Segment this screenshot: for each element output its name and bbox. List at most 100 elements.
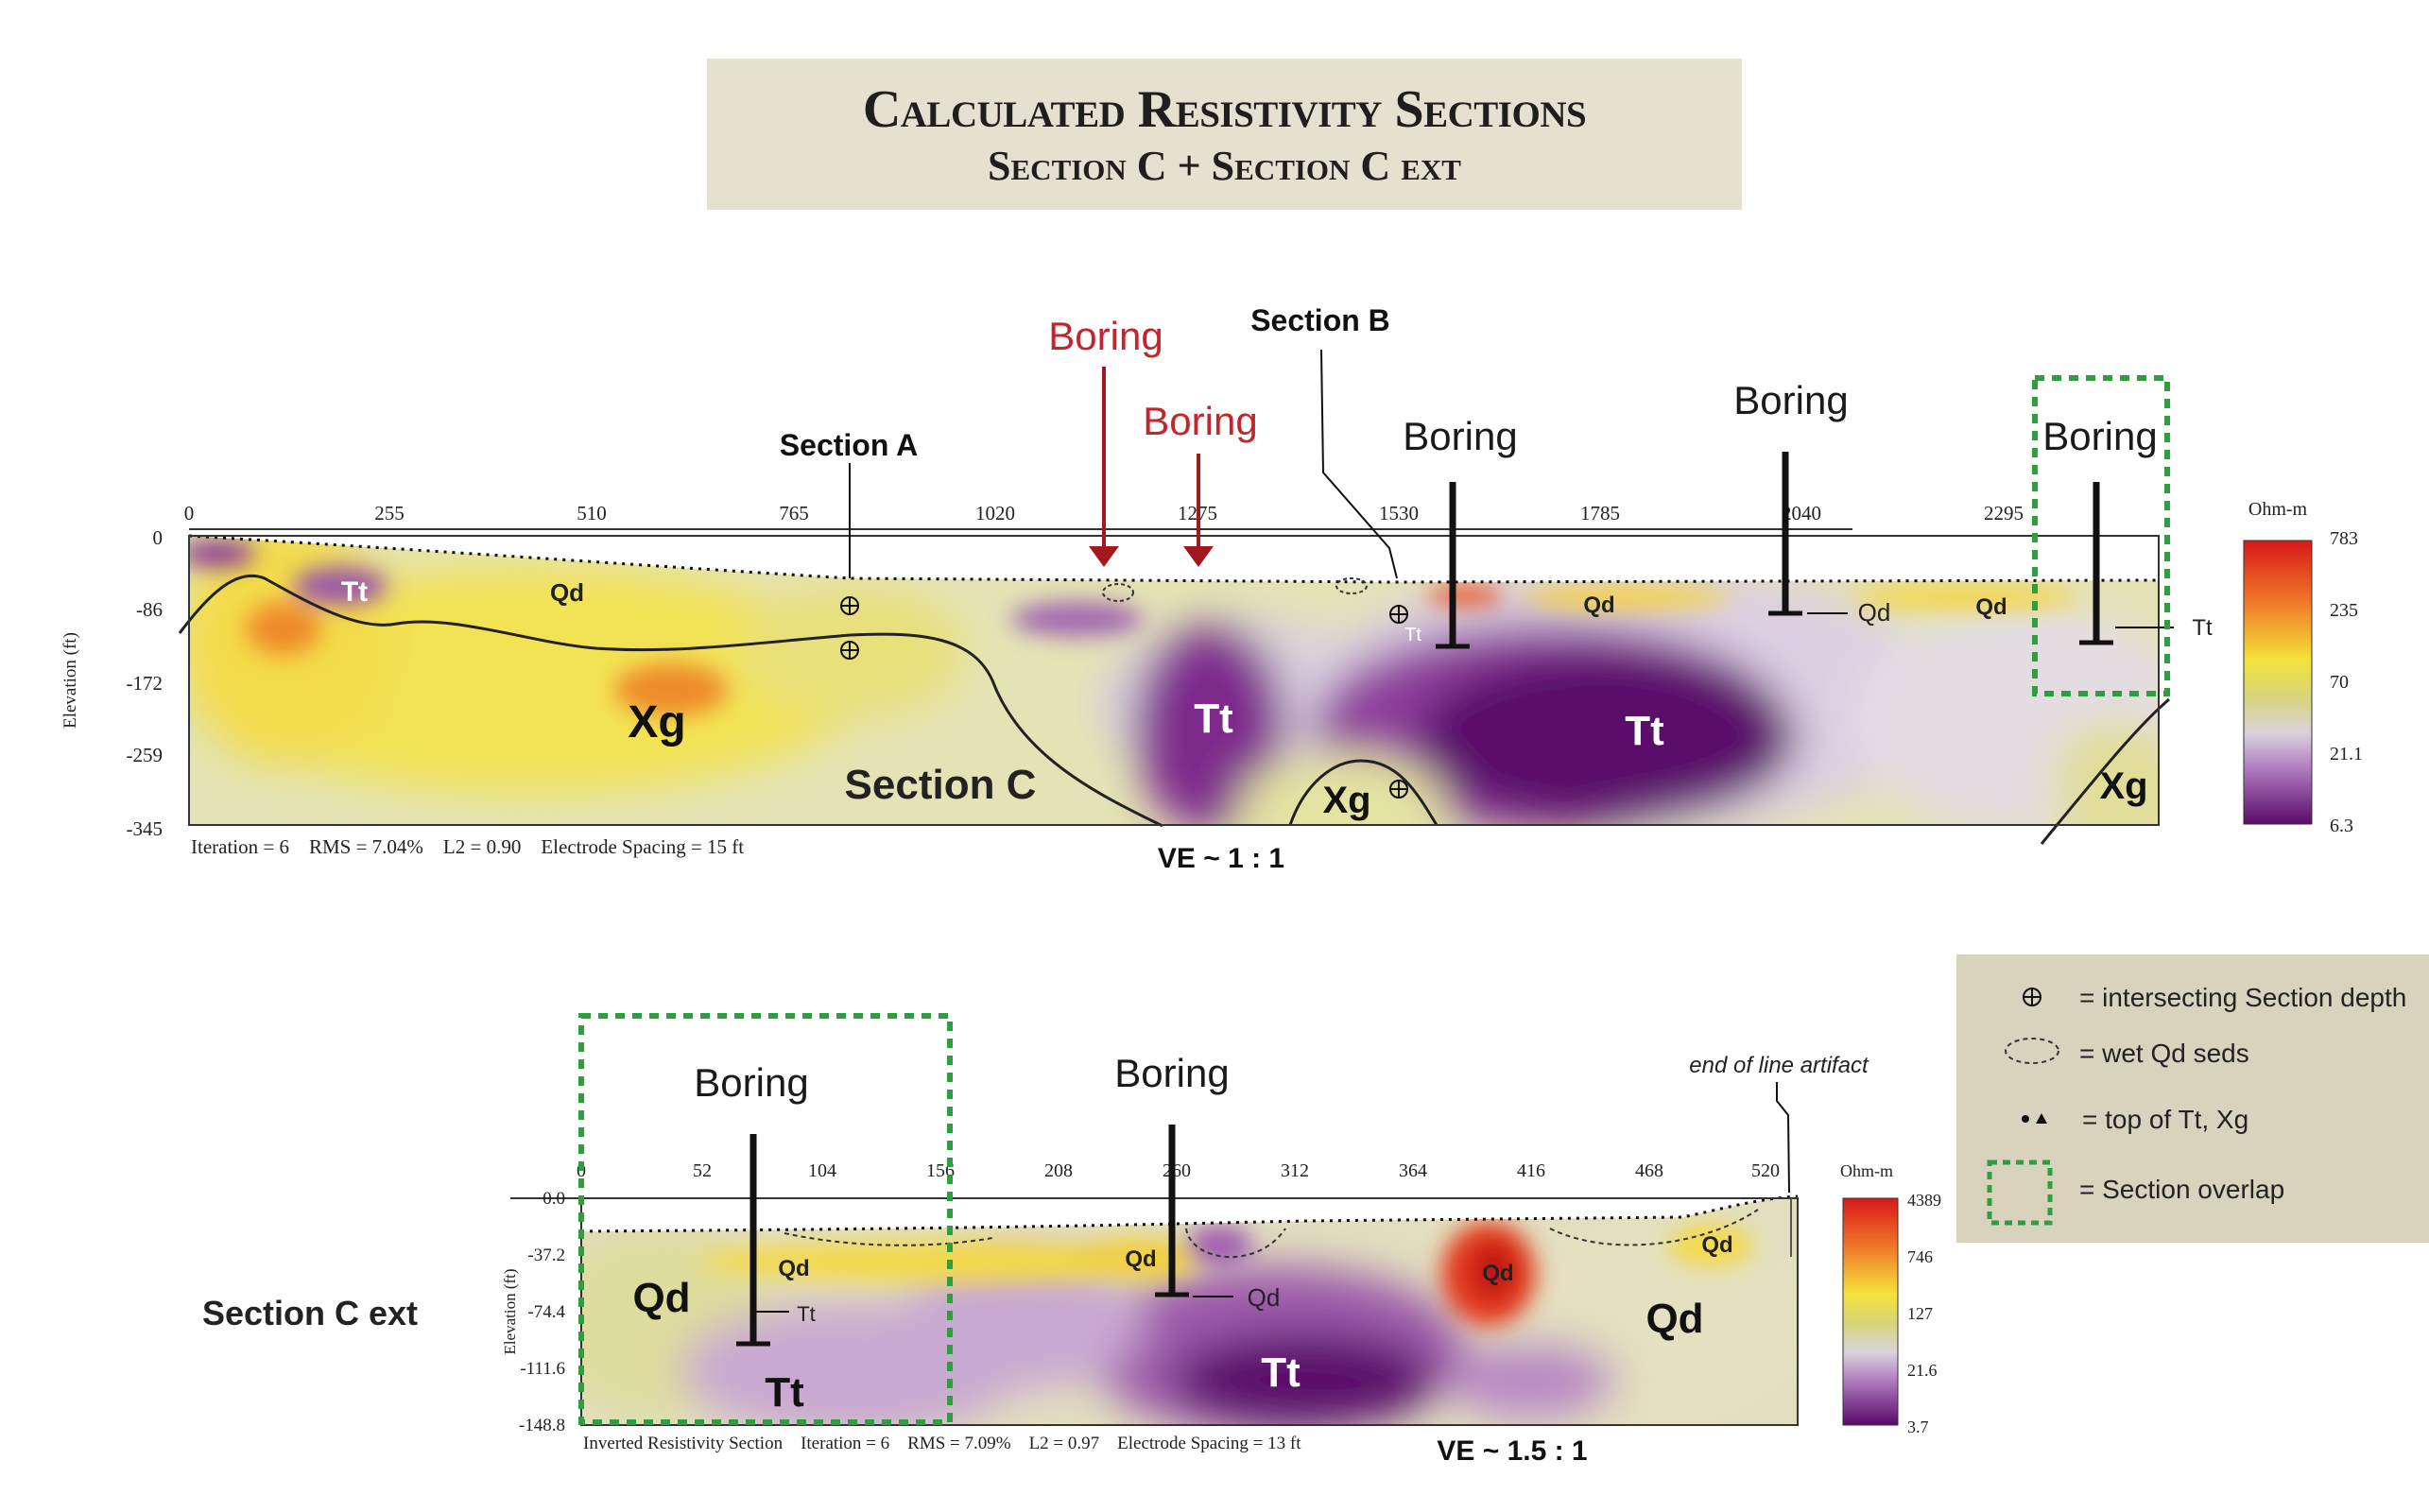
top-colorbar-tick: 6.3 bbox=[2330, 816, 2353, 836]
bottom-colorbar-tick: 746 bbox=[1907, 1247, 1933, 1266]
unit-tt-label: Tt bbox=[1194, 696, 1233, 742]
top-ve-ratio: VE ~ 1 : 1 bbox=[1158, 843, 1284, 874]
top-y-tick: -259 bbox=[127, 744, 164, 766]
section-b-label: Section B bbox=[1250, 303, 1390, 337]
unit-tt-label: Tt bbox=[1625, 708, 1664, 754]
unit-tt-label: Tt bbox=[765, 1369, 804, 1416]
bottom-x-tick: 364 bbox=[1399, 1160, 1427, 1181]
top-y-tick: -86 bbox=[136, 598, 163, 621]
unit-tt-label: Tt bbox=[2192, 615, 2213, 641]
bottom-y-tick: -111.6 bbox=[520, 1359, 565, 1379]
bottom-y-tick: -74.4 bbox=[527, 1302, 565, 1322]
unit-xg-label: Xg bbox=[1322, 780, 1370, 821]
unit-qd-label: Qd bbox=[1125, 1246, 1156, 1272]
top-colorbar-tick: 21.1 bbox=[2330, 744, 2363, 765]
unit-qd-label: Qd bbox=[1248, 1283, 1281, 1312]
top-x-tick: 255 bbox=[374, 502, 405, 524]
bottom-annotations: Section C ext Boring Boring Qd Qd Tt Tt … bbox=[202, 1013, 1869, 1425]
unit-qd-label: Qd bbox=[550, 578, 584, 607]
bottom-colorbar: Ohm-m 4389 746 127 21.6 3.7 bbox=[1840, 1161, 1941, 1436]
top-y-axis: 0 -86 -172 -259 -345 Elevation (ft) bbox=[60, 526, 163, 840]
crosshair-circle-icon bbox=[2023, 988, 2041, 1006]
unit-qd-label: Qd bbox=[1975, 594, 2007, 620]
top-colorbar-unit: Ohm-m bbox=[2248, 499, 2308, 520]
top-x-tick: 510 bbox=[577, 502, 607, 524]
bottom-x-tick: 52 bbox=[693, 1160, 712, 1181]
unit-qd-label: Qd bbox=[632, 1275, 690, 1321]
bottom-y-tick: 0.0 bbox=[543, 1189, 565, 1209]
unit-tt-label: Tt bbox=[797, 1302, 816, 1326]
bottom-colorbar-tick: 3.7 bbox=[1907, 1418, 1929, 1436]
top-colorbar-tick: 783 bbox=[2330, 528, 2358, 549]
unit-qd-label: Qd bbox=[1482, 1261, 1513, 1286]
top-y-tick: -345 bbox=[127, 817, 164, 840]
top-x-tick: 1530 bbox=[1379, 502, 1419, 524]
top-x-tick: 1785 bbox=[1580, 502, 1620, 524]
top-resistivity-section bbox=[178, 528, 2170, 845]
unit-xg-label: Xg bbox=[2099, 765, 2147, 807]
title-line-2: Section C + Section C ext bbox=[988, 143, 1461, 189]
bottom-y-tick: -148.8 bbox=[519, 1416, 565, 1435]
unit-tt-label: Tt bbox=[341, 576, 368, 608]
bottom-x-tick: 104 bbox=[808, 1160, 836, 1181]
bottom-x-tick: 208 bbox=[1044, 1160, 1073, 1181]
bottom-x-tick: 468 bbox=[1635, 1160, 1663, 1181]
legend-panel: = intersecting Section depth = wet Qd se… bbox=[1956, 954, 2429, 1243]
unit-qd-label: Qd bbox=[1701, 1232, 1732, 1258]
section-c-ext-label: Section C ext bbox=[202, 1294, 418, 1332]
boring-red-label-1: Boring bbox=[1048, 314, 1163, 358]
end-of-line-note: end of line artifact bbox=[1689, 1053, 1869, 1078]
bottom-stats: Inverted Resistivity Section Iteration =… bbox=[583, 1434, 1301, 1453]
bottom-colorbar-tick: 4389 bbox=[1907, 1191, 1941, 1210]
legend-text-wet-qd: = wet Qd seds bbox=[2079, 1039, 2249, 1068]
section-overlap-box-bottom bbox=[578, 1013, 953, 1425]
unit-qd-label: Qd bbox=[1645, 1296, 1703, 1342]
bottom-ve-ratio: VE ~ 1.5 : 1 bbox=[1437, 1435, 1587, 1467]
dot-triangle-icon bbox=[2022, 1113, 2047, 1124]
unit-tt-label: Tt bbox=[1404, 625, 1421, 645]
bottom-x-tick: 520 bbox=[1751, 1160, 1780, 1181]
unit-qd-label: Qd bbox=[1858, 598, 1891, 627]
top-stats: Iteration = 6 RMS = 7.04% L2 = 0.90 Elec… bbox=[191, 835, 744, 858]
top-y-tick: -172 bbox=[127, 672, 164, 695]
bottom-x-tick: 416 bbox=[1517, 1160, 1545, 1181]
section-c-label: Section C bbox=[845, 762, 1037, 808]
bottom-y-tick: -37.2 bbox=[527, 1246, 565, 1265]
bottom-resistivity-section bbox=[510, 1194, 1799, 1426]
boring-label-ext-1: Boring bbox=[694, 1060, 808, 1105]
bottom-x-tick: 260 bbox=[1163, 1160, 1191, 1181]
bottom-x-tick: 312 bbox=[1281, 1160, 1309, 1181]
boring-red-label-2: Boring bbox=[1143, 399, 1257, 443]
boring-label-1: Boring bbox=[1403, 414, 1517, 458]
boring-label-3: Boring bbox=[2042, 414, 2157, 458]
title-box: Calculated Resistivity Sections Section … bbox=[707, 59, 1742, 210]
top-annotations: Section A Section B Boring Boring Boring… bbox=[341, 303, 2213, 821]
section-a-label: Section A bbox=[780, 428, 918, 462]
bottom-x-axis: 0 52 104 156 208 260 312 364 416 468 520 bbox=[577, 1160, 1780, 1181]
unit-tt-label: Tt bbox=[1261, 1349, 1301, 1396]
top-colorbar-tick: 235 bbox=[2330, 600, 2358, 621]
top-x-tick: 2295 bbox=[1984, 502, 2024, 524]
top-x-tick: 1020 bbox=[975, 502, 1015, 524]
legend-text-top-tt-xg: = top of Tt, Xg bbox=[2082, 1105, 2248, 1134]
legend-text-overlap: = Section overlap bbox=[2079, 1175, 2284, 1204]
boring-red-arrow-2 bbox=[1183, 546, 1214, 567]
boring-red-arrow-1 bbox=[1089, 546, 1119, 567]
bottom-y-label: Elevation (ft) bbox=[501, 1268, 519, 1354]
top-colorbar-tick: 70 bbox=[2330, 672, 2349, 693]
boring-label-ext-2: Boring bbox=[1114, 1051, 1229, 1095]
bottom-colorbar-tick: 21.6 bbox=[1907, 1361, 1938, 1380]
bottom-colorbar-unit: Ohm-m bbox=[1840, 1161, 1893, 1180]
green-dashed-square-icon bbox=[1987, 1160, 2053, 1226]
unit-qd-label: Qd bbox=[1583, 593, 1614, 618]
title-line-1: Calculated Resistivity Sections bbox=[862, 80, 1587, 139]
bottom-y-axis: 0.0 -37.2 -74.4 -111.6 -148.8 Elevation … bbox=[501, 1189, 565, 1435]
top-colorbar: Ohm-m 783 235 70 21.1 6.3 bbox=[2243, 499, 2363, 836]
section-overlap-box-top bbox=[2032, 375, 2170, 696]
unit-qd-label: Qd bbox=[778, 1256, 809, 1281]
unit-xg-label: Xg bbox=[628, 697, 685, 747]
dashed-ellipse-icon bbox=[2005, 1038, 2059, 1064]
top-x-tick: 0 bbox=[184, 502, 195, 524]
legend-text-intersecting: = intersecting Section depth bbox=[2079, 983, 2406, 1012]
